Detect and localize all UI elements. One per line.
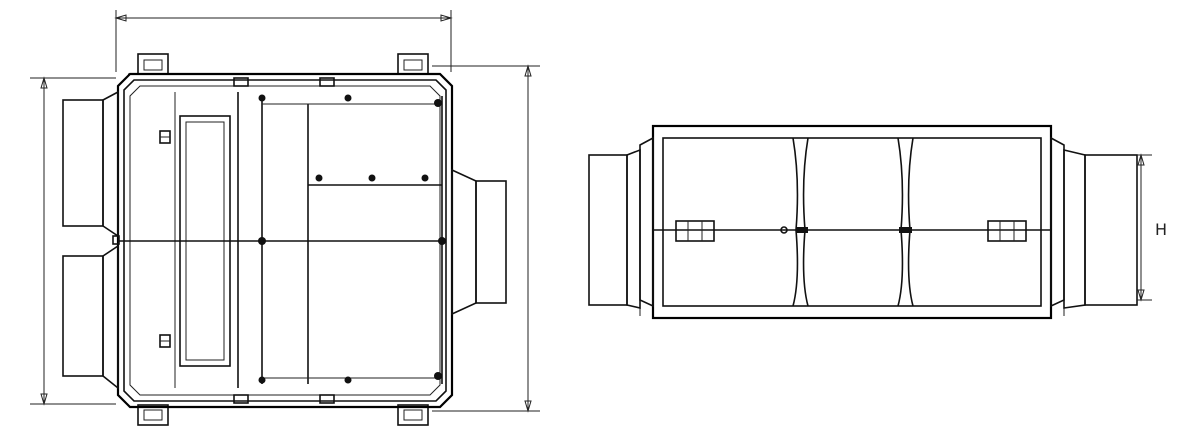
duct-right [451, 168, 507, 316]
side-end-cap-left [639, 136, 654, 308]
duct-divider-clip [112, 235, 120, 245]
side-latch-left [675, 220, 715, 242]
hanging-bracket-top-left [128, 53, 176, 75]
panel-screws [258, 94, 446, 384]
duct-left-lower [62, 244, 119, 390]
height-dimension [1137, 153, 1152, 302]
depth-dimension-left [30, 76, 116, 406]
height-label: H [1155, 220, 1167, 239]
side-duct-right [1063, 148, 1138, 309]
side-central-joint-right [897, 137, 914, 307]
hanging-bracket-top-right [390, 53, 438, 75]
side-end-cap-right [1050, 136, 1065, 308]
width-dimension [114, 10, 453, 72]
casing-tabs [233, 77, 335, 404]
side-view: H [588, 124, 1167, 320]
latch-lower [159, 334, 171, 348]
side-central-joint-left [792, 137, 809, 307]
hanging-bracket-bottom-left [137, 404, 169, 426]
side-fittings [780, 226, 912, 234]
top-view [30, 10, 540, 426]
latch-upper [159, 130, 171, 144]
side-latch-right [987, 220, 1027, 242]
duct-left-upper [62, 90, 119, 238]
depth-dimension-right [432, 64, 540, 413]
side-duct-left [588, 148, 641, 310]
hanging-bracket-bottom-right [397, 404, 429, 426]
filter-panel [179, 92, 239, 388]
